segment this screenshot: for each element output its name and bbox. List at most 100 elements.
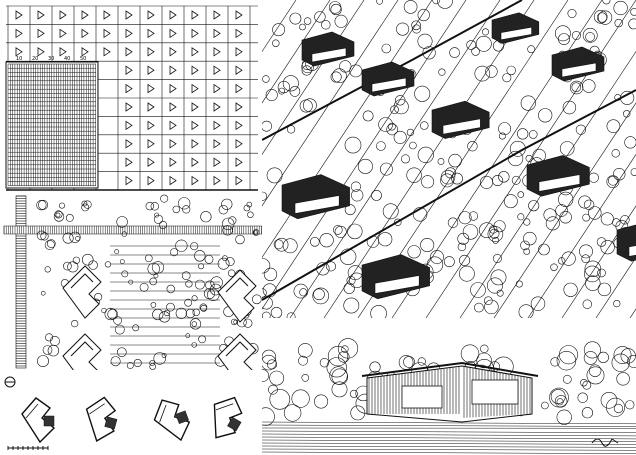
house-block — [491, 12, 540, 44]
lot-symbol — [191, 65, 199, 75]
lot-symbol — [125, 83, 133, 94]
lot-symbol — [213, 47, 221, 57]
lot-symbol — [191, 28, 199, 39]
lot-symbol — [169, 102, 177, 112]
lot-symbol — [235, 47, 243, 57]
lot-symbol — [37, 47, 45, 57]
lot-symbol — [147, 139, 155, 149]
lot-symbol — [125, 28, 133, 39]
lot-symbol — [125, 47, 133, 57]
lot-symbol — [147, 83, 155, 94]
lot-symbol — [147, 10, 155, 20]
lot-symbol — [191, 120, 199, 131]
lot-symbol — [213, 102, 221, 112]
lot-symbol — [169, 28, 177, 39]
scale-tick-label: 40 — [64, 56, 70, 62]
lot-symbol — [37, 10, 45, 20]
lot-symbol — [191, 102, 199, 112]
lot-symbol — [169, 139, 177, 149]
house-block — [361, 61, 415, 97]
lot-symbol — [213, 83, 221, 94]
lot-symbol — [103, 28, 111, 39]
lot-symbol — [235, 139, 243, 149]
lot-symbol — [125, 65, 133, 75]
lot-symbol — [191, 139, 199, 149]
lot-symbol — [235, 120, 243, 131]
orientation-plans-drawing — [4, 376, 243, 450]
lot-symbol — [125, 120, 133, 131]
lot-symbol — [191, 83, 199, 94]
house-block — [281, 174, 350, 220]
lot-symbol — [191, 10, 199, 20]
lot-symbol — [169, 47, 177, 57]
lot-symbol — [147, 65, 155, 75]
lot-symbol — [15, 10, 23, 20]
lot-symbol — [213, 28, 221, 39]
lot-symbol — [235, 102, 243, 112]
plan-variant — [21, 397, 56, 444]
scale-tick-label: 30 — [48, 56, 54, 62]
plan-variant — [213, 396, 243, 439]
lot-symbol — [103, 10, 111, 20]
lot-symbol — [15, 28, 23, 39]
lot-symbol — [191, 175, 199, 186]
lot-symbol — [169, 175, 177, 186]
lot-symbol — [235, 65, 243, 75]
aerial-perspective-drawing — [262, 0, 636, 318]
house — [361, 361, 539, 423]
lot-symbol — [213, 120, 221, 131]
lot-symbol — [169, 83, 177, 94]
plan-variant — [153, 399, 191, 442]
lot-symbol — [125, 175, 133, 186]
house-block — [361, 254, 430, 300]
lot-symbol — [191, 47, 199, 57]
lot-symbol — [213, 65, 221, 75]
house-block — [526, 155, 590, 197]
lot-symbol — [147, 157, 155, 167]
lot-symbol — [125, 102, 133, 112]
house-block — [301, 31, 355, 67]
lot-symbol — [169, 10, 177, 20]
plan-variant — [85, 396, 118, 442]
house-block — [616, 224, 636, 262]
lot-symbol — [213, 175, 221, 186]
lot-symbol — [235, 10, 243, 20]
house-plan — [217, 333, 257, 370]
lot-symbol — [81, 47, 89, 57]
lot-symbol — [191, 157, 199, 167]
house-plan — [62, 333, 102, 370]
lot-symbol — [235, 28, 243, 39]
lot-symbol — [59, 47, 67, 57]
lot-symbol — [169, 157, 177, 167]
lot-symbol — [81, 28, 89, 39]
site-plan-enlarged — [0, 192, 262, 370]
lot-symbol — [213, 139, 221, 149]
house-plan — [217, 269, 257, 323]
lot-symbol — [147, 120, 155, 131]
lot-symbol — [147, 175, 155, 186]
lot-symbol — [59, 10, 67, 20]
lot-symbol — [213, 10, 221, 20]
lot-symbol — [235, 83, 243, 94]
lot-symbol — [125, 157, 133, 167]
lot-symbol — [37, 28, 45, 39]
orientation-plans — [0, 370, 262, 455]
site-plan-drawing — [3, 194, 262, 370]
lot-symbol — [169, 120, 177, 131]
aerial-perspective — [262, 0, 636, 318]
scale-tick-label: 20 — [32, 56, 38, 62]
lot-symbol — [125, 139, 133, 149]
lot-symbol — [213, 157, 221, 167]
lot-symbol — [235, 157, 243, 167]
lot-symbol — [147, 47, 155, 57]
house-perspective-drawing — [262, 338, 636, 454]
lot-symbol — [103, 47, 111, 57]
lot-symbol — [81, 10, 89, 20]
house-block — [431, 100, 490, 139]
house-perspective — [262, 318, 636, 455]
lot-symbol — [235, 175, 243, 186]
scale-tick-label: 50 — [80, 56, 86, 62]
lot-symbol — [59, 28, 67, 39]
